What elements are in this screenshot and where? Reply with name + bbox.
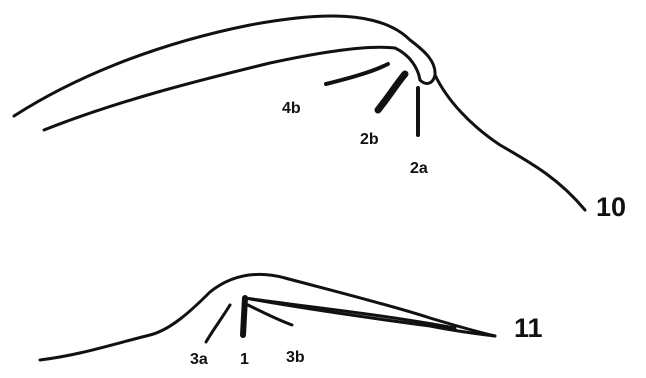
figure-number-10: 10 (596, 194, 626, 221)
figure-11-outer-outline (40, 274, 495, 360)
spine-1 (243, 298, 245, 335)
label-2b: 2b (360, 132, 379, 148)
figure-number-11: 11 (514, 315, 543, 342)
figure-11-drawing (40, 274, 495, 360)
spine-3b (248, 305, 292, 325)
figure-11-back-line (245, 298, 455, 328)
label-3b: 3b (286, 350, 305, 366)
label-3a: 3a (190, 352, 208, 368)
label-1: 1 (240, 352, 249, 368)
spine-2b (378, 74, 405, 110)
label-2a: 2a (410, 161, 428, 177)
spine-3a (206, 305, 230, 342)
spine-4b (326, 64, 388, 84)
figure-10-hook-tip (420, 75, 435, 83)
label-4b: 4b (282, 101, 301, 117)
figure-10-inner-outline (44, 47, 420, 130)
